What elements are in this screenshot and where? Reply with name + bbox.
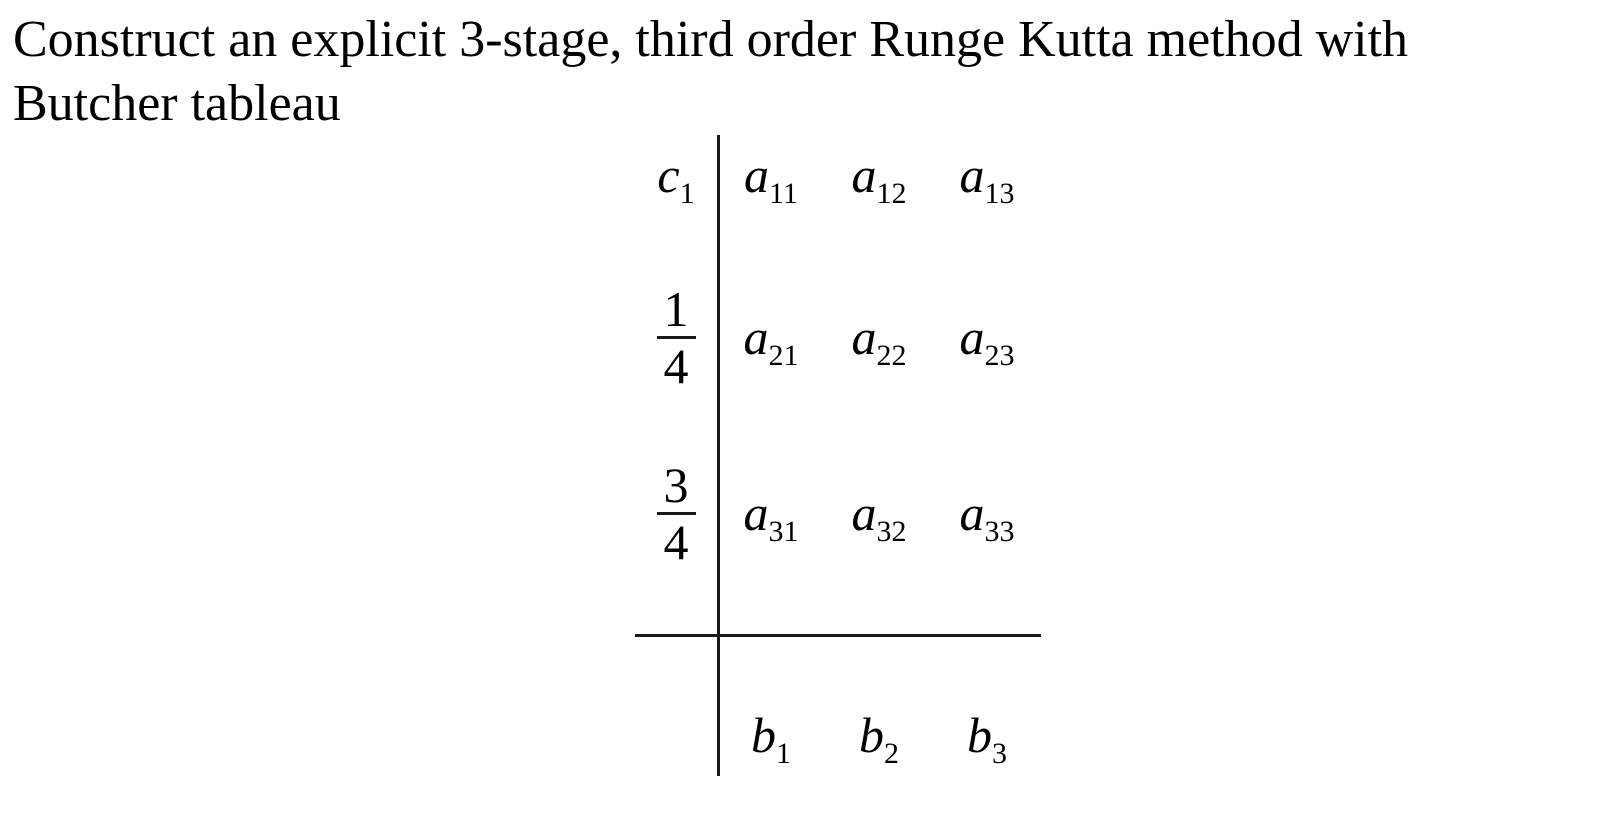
math-subscript: 31: [768, 515, 799, 548]
problem-statement: Construct an explicit 3-stage, third ord…: [13, 8, 1573, 136]
entry-a11: a11: [717, 146, 825, 210]
tableau-row-1: c1 a11 a12 a13: [635, 135, 1047, 215]
entry-a21: a21: [717, 308, 825, 372]
math-subscript: 32: [876, 515, 907, 548]
entry-a32: a32: [825, 484, 933, 548]
math-symbol: b1: [751, 706, 791, 770]
entry-a22: a22: [825, 308, 933, 372]
math-symbol: a32: [851, 484, 907, 548]
math-base: a: [959, 147, 985, 203]
math-base: a: [851, 147, 877, 203]
math-symbol: b3: [967, 706, 1007, 770]
math-base: b: [967, 707, 992, 763]
fraction-three-quarters: 3 4: [656, 456, 696, 568]
butcher-tableau: c1 a11 a12 a13 1 4 a21 a22 a23 3 4: [635, 130, 1047, 798]
math-symbol: a13: [959, 146, 1015, 210]
entry-a33: a33: [933, 484, 1041, 548]
entry-a13: a13: [933, 146, 1041, 210]
math-subscript: 21: [768, 339, 799, 372]
entry-b1: b1: [717, 706, 825, 770]
math-base: a: [851, 309, 877, 365]
math-subscript: 12: [876, 177, 907, 210]
math-base: a: [959, 309, 985, 365]
problem-line-1: Construct an explicit 3-stage, third ord…: [13, 11, 1409, 68]
math-base: a: [743, 309, 769, 365]
entry-a31: a31: [717, 484, 825, 548]
math-subscript: 11: [769, 177, 798, 210]
math-symbol: a33: [959, 484, 1015, 548]
math-symbol: a11: [744, 146, 798, 210]
entry-b2: b2: [825, 706, 933, 770]
math-symbol: a12: [851, 146, 907, 210]
entry-a12: a12: [825, 146, 933, 210]
node-label-c2: 1 4: [635, 283, 717, 392]
math-symbol: b2: [859, 706, 899, 770]
entry-b3: b3: [933, 706, 1041, 770]
math-subscript: 33: [984, 515, 1015, 548]
fraction-numerator: 3: [663, 456, 689, 513]
entry-a23: a23: [933, 308, 1041, 372]
math-base: c: [657, 147, 680, 203]
fraction-denominator: 4: [656, 335, 696, 392]
math-base: b: [751, 707, 776, 763]
fraction-denominator: 4: [656, 511, 696, 568]
math-base: a: [851, 485, 877, 541]
fraction-one-quarter: 1 4: [656, 280, 696, 392]
fraction-numerator: 1: [663, 280, 689, 337]
tableau-horizontal-rule: [635, 634, 1041, 637]
math-base: b: [859, 707, 884, 763]
math-symbol: a31: [743, 484, 799, 548]
math-symbol: a21: [743, 308, 799, 372]
tableau-vertical-rule: [717, 135, 720, 776]
math-subscript: 22: [876, 339, 907, 372]
tableau-row-2: 1 4 a21 a22 a23: [635, 275, 1047, 399]
math-subscript: 23: [984, 339, 1015, 372]
math-base: a: [744, 147, 770, 203]
math-symbol: a22: [851, 308, 907, 372]
math-subscript: 3: [992, 737, 1007, 770]
math-base: a: [959, 485, 985, 541]
node-label-c1: c1: [635, 146, 717, 210]
tableau-weights-row: b1 b2 b3: [635, 695, 1047, 775]
problem-line-2: Butcher tableau: [13, 75, 341, 132]
node-label-c3: 3 4: [635, 459, 717, 568]
tableau-row-3: 3 4 a31 a32 a33: [635, 451, 1047, 575]
math-base: a: [743, 485, 769, 541]
math-subscript: 1: [776, 737, 791, 770]
math-subscript: 2: [884, 737, 899, 770]
math-subscript: 1: [679, 177, 695, 210]
math-symbol: c1: [657, 146, 694, 210]
math-subscript: 13: [984, 177, 1015, 210]
math-symbol: a23: [959, 308, 1015, 372]
